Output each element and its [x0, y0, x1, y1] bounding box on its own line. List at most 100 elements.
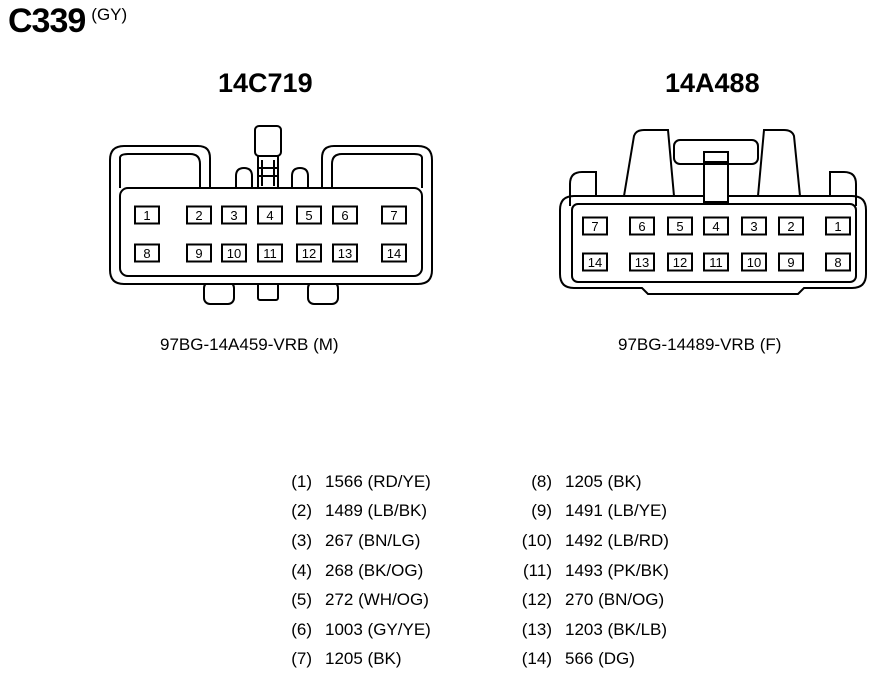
pin-label: (12) — [521, 590, 552, 610]
pin-number: 6 — [341, 208, 348, 223]
pin-box — [332, 243, 358, 263]
circuit-label: 1205 (BK) — [565, 471, 642, 491]
pin-label: (10) — [521, 530, 552, 550]
pin-number: 11 — [263, 246, 277, 261]
circuit-label: 1493 (PK/BK) — [565, 560, 669, 580]
pin-number: 8 — [143, 246, 150, 261]
pin-label: (7) — [291, 649, 312, 669]
pin-label: (14) — [521, 649, 552, 669]
pinout-row: (6) 1003 (GY/YE) (13) 1203 (BK/LB) — [282, 615, 669, 645]
pin-box — [296, 205, 322, 225]
pin-box — [778, 252, 804, 272]
pin-box — [257, 205, 283, 225]
pin-number: 13 — [635, 255, 649, 270]
pin-box — [703, 216, 729, 236]
pin-cavity: 3 — [221, 205, 247, 225]
pin-number: 5 — [676, 219, 683, 234]
pin-number: 4 — [712, 219, 719, 234]
pin-cavity: 8 — [825, 252, 851, 272]
pin-box — [582, 252, 608, 272]
pin-cavity: 10 — [221, 243, 247, 263]
pinout-row: (7)1205 (BK)(14)566 (DG) — [282, 645, 669, 675]
pinout-table: (1) 1566 (RD/YE) (8) 1205 (BK) (2) 1489 (LB/B… — [282, 467, 669, 674]
pin-cavity: 9 — [186, 243, 212, 263]
page-title: C339(GY) — [8, 2, 127, 41]
circuit-label: 1566 (RD/YE) — [325, 471, 431, 491]
pin-box — [741, 216, 767, 236]
pin-label: (3) — [291, 530, 312, 550]
circuit-label: 1489 (LB/BK) — [325, 501, 428, 521]
pin-cavity: 3 — [741, 216, 767, 236]
color-code: (GY) — [91, 4, 128, 24]
pinout-row: (2)1489 (LB/BK)(9)1491 (LB/YE) — [282, 497, 669, 527]
pinout-row: (3) 267 (BN/LG) (10) 1492 (LB/RD) — [282, 526, 669, 556]
circuit-label: 1205 (BK) — [325, 649, 402, 669]
pin-number: 3 — [230, 208, 237, 223]
circuit-label: 270 (BN/OG) — [565, 590, 665, 610]
pin-box — [221, 243, 247, 263]
pinout-row: (5) 272 (WH/OG) (12) 270 (BN/OG) — [282, 585, 669, 615]
pin-number: 3 — [750, 219, 757, 234]
pin-number: 7 — [390, 208, 397, 223]
pin-box — [257, 243, 283, 263]
circuit-label: 1203 (BK/LB) — [565, 619, 668, 639]
pinout-row: (1) 1566 (RD/YE) (8) 1205 (BK) — [282, 467, 669, 497]
pin-box — [134, 243, 160, 263]
pin-number: 11 — [709, 255, 723, 270]
pin-box — [332, 205, 358, 225]
pin-cavity: 4 — [703, 216, 729, 236]
pin-cavity: 11 — [257, 243, 283, 263]
pin-box — [381, 205, 407, 225]
connector-title: C339 — [8, 2, 86, 40]
pinout-row: (4)268 (BK/OG)(11)1493 (PK/BK) — [282, 556, 669, 586]
connector-b-id: 14A488 — [665, 68, 760, 98]
pin-box — [629, 252, 655, 272]
pin-number: 2 — [787, 219, 794, 234]
pin-cavity: 2 — [778, 216, 804, 236]
circuit-label: 267 (BN/LG) — [325, 530, 421, 550]
pin-box — [825, 216, 851, 236]
connector-b-part-number: 97BG-14489-VRB (F) — [618, 335, 782, 354]
pin-label: (2) — [291, 501, 312, 521]
pin-cavity: 14 — [381, 243, 407, 263]
pin-cavity: 1 — [825, 216, 851, 236]
pin-cavity: 6 — [332, 205, 358, 225]
circuit-label: 1492 (LB/RD) — [565, 530, 669, 550]
pin-number: 4 — [266, 208, 273, 223]
pin-label: (4) — [291, 560, 312, 580]
pin-label: (1) — [291, 471, 312, 491]
pin-number: 5 — [305, 208, 312, 223]
pin-box — [667, 216, 693, 236]
pin-number: 2 — [195, 208, 202, 223]
pin-number: 14 — [387, 246, 401, 261]
pin-box — [186, 205, 212, 225]
connector-a-part-number: 97BG-14A459-VRB (M) — [160, 335, 339, 354]
pin-label: (11) — [523, 560, 552, 580]
pin-number: 6 — [638, 219, 645, 234]
pin-box — [381, 243, 407, 263]
pin-cavity: 2 — [186, 205, 212, 225]
pin-cavity: 12 — [667, 252, 693, 272]
pin-label: (6) — [291, 619, 312, 639]
pin-box — [221, 205, 247, 225]
pin-cavity: 6 — [629, 216, 655, 236]
connector-a-id: 14C719 — [218, 68, 313, 98]
pin-label: (8) — [531, 471, 552, 491]
pin-label: (13) — [521, 619, 552, 639]
pin-cavity: 1 — [134, 205, 160, 225]
pin-cavity: 8 — [134, 243, 160, 263]
pin-cavity: 7 — [381, 205, 407, 225]
pin-number: 1 — [143, 208, 150, 223]
circuit-label: 1491 (LB/YE) — [565, 501, 668, 521]
circuit-label: 272 (WH/OG) — [325, 590, 429, 610]
pin-label: (5) — [291, 590, 312, 610]
pin-cavity: 12 — [296, 243, 322, 263]
pin-box — [741, 252, 767, 272]
pin-cavity: 11 — [703, 252, 729, 272]
pin-box — [667, 252, 693, 272]
pin-box — [703, 252, 729, 272]
circuit-label: 1003 (GY/YE) — [325, 619, 431, 639]
